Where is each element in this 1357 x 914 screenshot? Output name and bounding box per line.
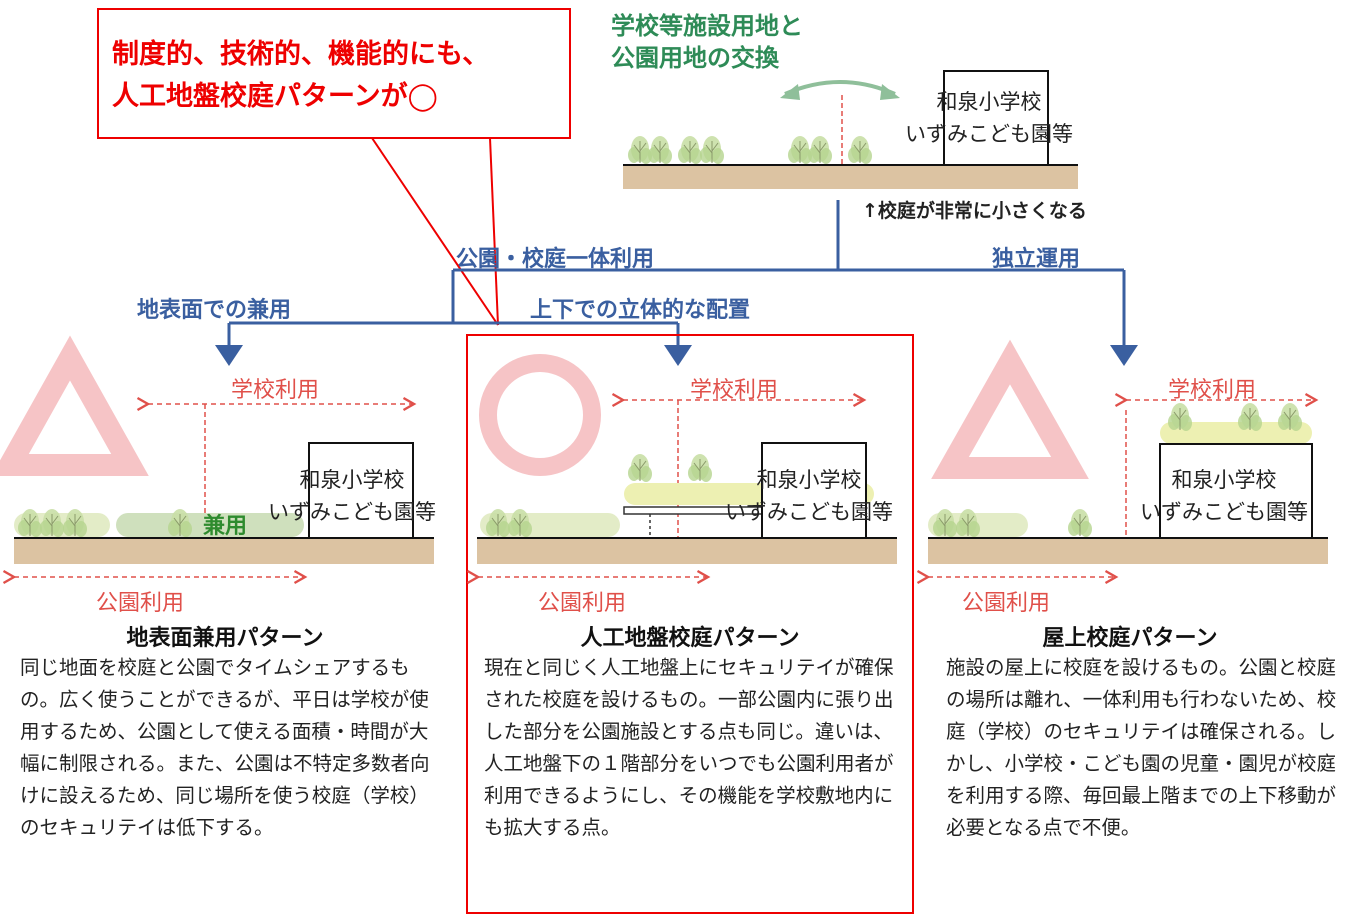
top-school-line-2: いずみこども園等 [905,122,1073,146]
top-school-label: 和泉小学校 いずみこども園等 [905,86,1073,150]
left-school-use-label: 学校利用 [231,378,320,403]
top-scene [623,70,1078,189]
pattern-desc-surface: 同じ地面を校庭と公園でタイムシェアするもの。広く使うことができるが、平日は学校が… [20,656,430,839]
callout-box [97,8,571,326]
top-title: 学校等施設用地と 公園用地の交換 [611,10,803,74]
flow-connectors [227,200,1126,348]
top-title-line-1: 学校等施設用地と [611,12,803,40]
branch-independent: 独立運用 [992,247,1081,272]
top-school-line-1: 和泉小学校 [936,90,1042,114]
middle-school-line-1: 和泉小学校 [756,468,862,492]
left-park-use-label: 公園利用 [96,591,185,616]
right-scene [916,339,1328,585]
left-school-label: 和泉小学校 いずみこども園等 [268,464,436,528]
middle-scene [466,354,897,585]
shared-use-label: 兼用 [203,514,248,539]
branch-integrated: 公園・校庭一体利用 [456,247,655,272]
right-school-line-2: いずみこども園等 [1140,500,1308,524]
left-school-line-1: 和泉小学校 [299,468,405,492]
branch-vertical: 上下での立体的な配置 [530,298,751,323]
middle-school-line-2: いずみこども園等 [725,500,893,524]
right-school-use-label: 学校利用 [1168,378,1257,403]
pattern-title-surface: 地表面兼用パターン [126,626,324,651]
middle-school-label: 和泉小学校 いずみこども園等 [725,464,893,528]
flow-arrowheads [215,345,1138,366]
callout-line-1: 制度的、技術的、機能的にも、 [112,39,490,70]
middle-school-use-label: 学校利用 [690,378,779,403]
branch-surface-shared: 地表面での兼用 [137,298,292,323]
middle-park-use-label: 公園利用 [538,591,627,616]
selected-pattern-frame [466,334,914,914]
left-school-line-2: いずみこども園等 [268,500,436,524]
callout-text: 制度的、技術的、機能的にも、 人工地盤校庭パターンが◯ [112,34,572,118]
top-title-line-2: 公園用地の交換 [611,44,779,72]
right-park-use-label: 公園利用 [962,591,1051,616]
pattern-title-artificial-ground: 人工地盤校庭パターン [580,626,800,651]
left-scene [0,335,434,585]
pattern-desc-artificial-ground: 現在と同じく人工地盤上にセキュリテイが確保された校庭を設けるもの。一部公園内に張… [484,656,894,839]
pattern-desc-rooftop: 施設の屋上に校庭を設けるもの。公園と校庭の場所は離れ、一体利用も行わないため、校… [946,656,1337,839]
top-note: ↑校庭が非常に小さくなる [862,200,1087,222]
callout-line-2: 人工地盤校庭パターンが◯ [112,81,438,112]
pattern-title-rooftop: 屋上校庭パターン [1042,626,1218,651]
right-school-line-1: 和泉小学校 [1171,468,1277,492]
right-school-label: 和泉小学校 いずみこども園等 [1140,464,1308,528]
